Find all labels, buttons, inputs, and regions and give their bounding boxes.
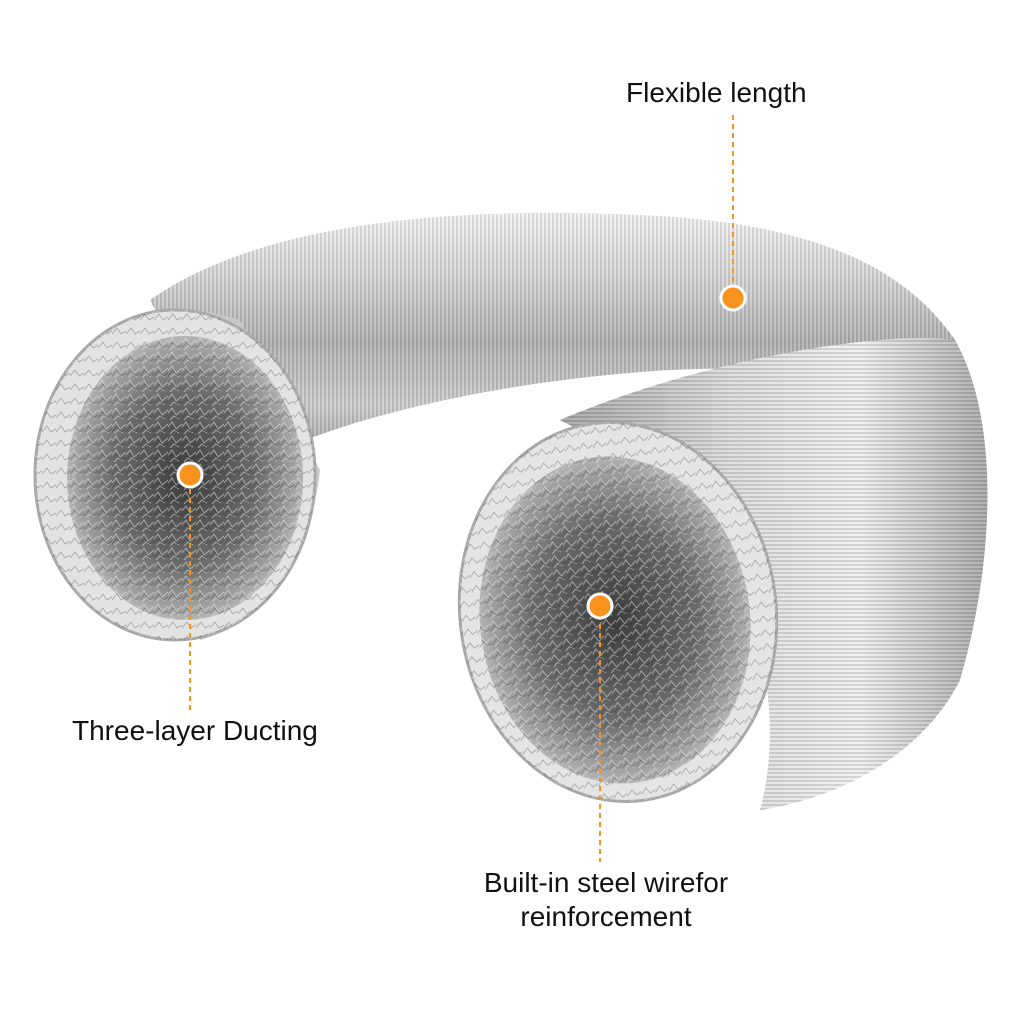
callout-label-steel-wire-line2: reinforcement bbox=[520, 901, 692, 932]
callout-label-three-layer: Three-layer Ducting bbox=[72, 715, 318, 746]
callout-label-flexible-length: Flexible length bbox=[626, 77, 807, 108]
callout-label-steel-wire: Built-in steel wirefor reinforcement bbox=[474, 866, 738, 934]
callout-label-steel-wire-line1: Built-in steel wirefor bbox=[483, 867, 729, 898]
callout-marker-flexible bbox=[719, 284, 747, 312]
callout-marker-three-layer bbox=[176, 461, 204, 489]
callout-marker-steel-wire bbox=[586, 592, 614, 620]
duct-left-opening bbox=[33, 308, 317, 642]
duct-right-opening bbox=[457, 421, 779, 803]
